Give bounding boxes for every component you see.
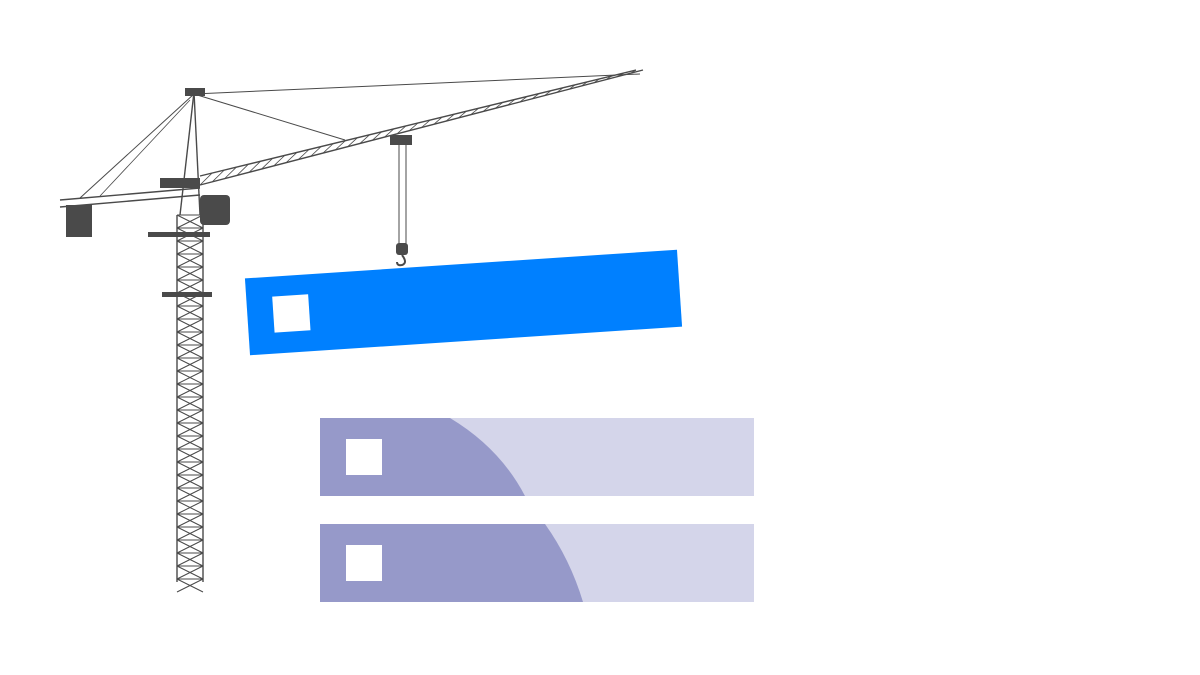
- row-progress-fill: [320, 524, 583, 602]
- row-progress-fill: [320, 418, 525, 496]
- checkbox-placeholder-icon: [272, 294, 311, 333]
- checkbox-placeholder-icon: [346, 439, 382, 475]
- list-row-2: [320, 524, 754, 602]
- list-row-1: [320, 418, 754, 496]
- checkbox-placeholder-icon: [346, 545, 382, 581]
